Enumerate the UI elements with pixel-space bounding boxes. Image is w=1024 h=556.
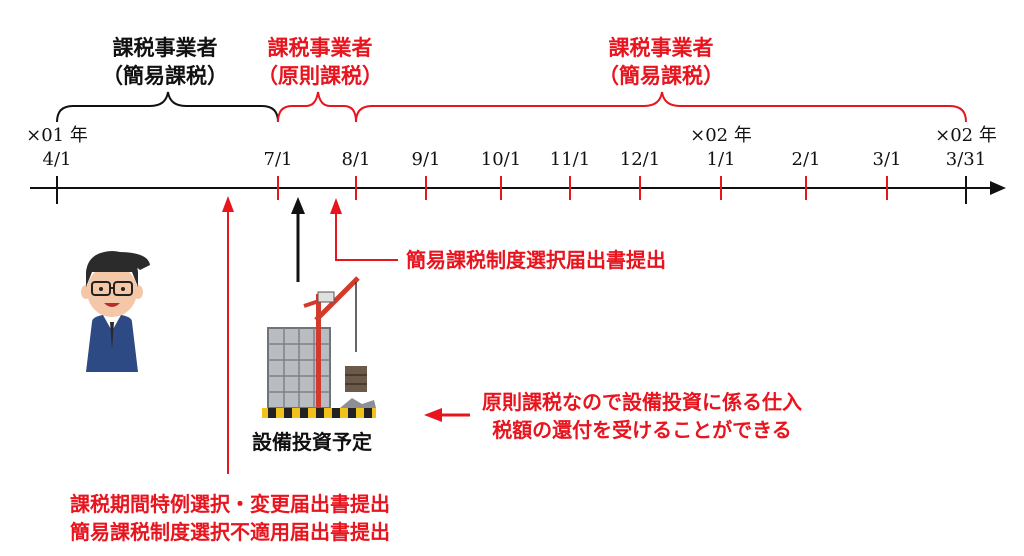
tick-label-0401: ×01 年 4/1 bbox=[17, 124, 97, 172]
tick-label-1101: 11/1 bbox=[540, 148, 600, 172]
header-3-line1: 課税事業者 bbox=[608, 36, 714, 60]
tick-label-1201: 12/1 bbox=[610, 148, 670, 172]
tick-label-0101: ×02 年 1/1 bbox=[681, 124, 761, 172]
header-2-line1: 課税事業者 bbox=[267, 36, 373, 60]
note-simplified-filing: 簡易課税制度選択届出書提出 bbox=[406, 246, 666, 274]
black-arrow-head bbox=[291, 197, 305, 214]
businessman-illustration bbox=[81, 251, 150, 372]
tick-label-date: 2/1 bbox=[791, 149, 821, 170]
header-2-line2: （原則課税） bbox=[257, 64, 383, 88]
red-arrow-left-head bbox=[424, 408, 442, 422]
building-construction-illustration bbox=[262, 276, 376, 418]
tick-label-date: 1/1 bbox=[706, 149, 736, 170]
header-1-line1: 課税事業者 bbox=[112, 36, 218, 60]
timeline-arrowhead bbox=[990, 181, 1006, 195]
header-principle-taxation: 課税事業者 （原則課税） bbox=[240, 34, 400, 90]
note-refund-line1: 原則課税なので設備投資に係る仕入 bbox=[482, 390, 802, 414]
brace-simplified-1 bbox=[56, 91, 279, 123]
tick-label-0801: 8/1 bbox=[326, 148, 386, 172]
note-refund-line2: 税額の還付を受けることができる bbox=[492, 418, 792, 442]
brace-principle bbox=[277, 91, 357, 123]
tick-label-date: 9/1 bbox=[411, 149, 441, 170]
brace-simplified-2 bbox=[355, 91, 967, 123]
tick-label-date: 8/1 bbox=[341, 149, 371, 170]
header-3-line2: （簡易課税） bbox=[598, 64, 724, 88]
tick-label-0901: 9/1 bbox=[396, 148, 456, 172]
header-1-line2: （簡易課税） bbox=[102, 64, 228, 88]
red-arrow-elbow-head bbox=[330, 198, 342, 214]
tick-label-year: ×02 年 bbox=[690, 125, 752, 146]
tick-label-date: 3/1 bbox=[872, 149, 902, 170]
note-bottom-filings: 課税期間特例選択・変更届出書提出 簡易課税制度選択不適用届出書提出 bbox=[70, 490, 390, 546]
tick-label-1001: 10/1 bbox=[471, 148, 531, 172]
header-simplified-taxation-2: 課税事業者 （簡易課税） bbox=[581, 34, 741, 90]
note-bottom-line1: 課税期間特例選択・変更届出書提出 bbox=[70, 492, 390, 516]
tick-label-date: 4/1 bbox=[42, 149, 72, 170]
tick-label-0301: 3/1 bbox=[857, 148, 917, 172]
tick-label-date: 3/31 bbox=[945, 149, 987, 170]
tick-label-date: 10/1 bbox=[480, 149, 522, 170]
tick-label-year: ×02 年 bbox=[935, 125, 997, 146]
note-simplified-filing-text: 簡易課税制度選択届出書提出 bbox=[406, 248, 666, 272]
tick-label-date: 12/1 bbox=[619, 149, 661, 170]
tick-label-0201: 2/1 bbox=[776, 148, 836, 172]
note-refund: 原則課税なので設備投資に係る仕入 税額の還付を受けることができる bbox=[482, 388, 802, 444]
tick-label-year: ×01 年 bbox=[26, 125, 88, 146]
red-arrow-elbow bbox=[335, 214, 398, 261]
red-arrow-bottom-head bbox=[222, 196, 234, 212]
header-simplified-taxation-1: 課税事業者 （簡易課税） bbox=[85, 34, 245, 90]
tick-label-date: 7/1 bbox=[263, 149, 293, 170]
building-caption: 設備投資予定 bbox=[252, 430, 372, 454]
tick-label-0701: 7/1 bbox=[248, 148, 308, 172]
note-bottom-line2: 簡易課税制度選択不適用届出書提出 bbox=[70, 520, 390, 544]
tick-label-date: 11/1 bbox=[549, 149, 591, 170]
tick-label-0331: ×02 年 3/31 bbox=[926, 124, 1006, 172]
